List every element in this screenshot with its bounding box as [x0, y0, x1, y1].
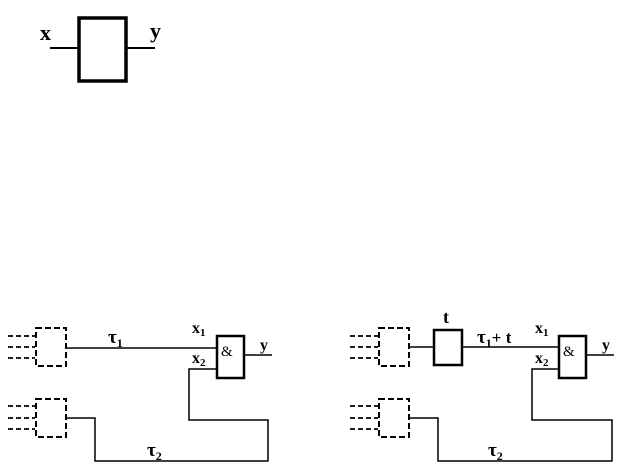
left-wire-tau2 [66, 368, 269, 462]
right-source-bottom [350, 398, 410, 438]
basic-block-diagram: x y [40, 16, 161, 83]
block-output-label: y [150, 18, 161, 43]
block-input-label: x [40, 20, 51, 45]
right-t-block [432, 328, 464, 367]
left-tau1-label: τ1 [108, 327, 123, 350]
right-tau1t-label: τ1+ t [477, 327, 512, 350]
left-y-label: y [260, 337, 268, 354]
right-t-label: t [443, 307, 449, 327]
left-source-bottom [8, 398, 67, 438]
left-circuit: & τ1 τ2 x1 x2 y [8, 320, 272, 463]
left-gate-symbol: & [221, 344, 233, 360]
right-source-top [350, 327, 410, 367]
left-x1-label: x1 [192, 320, 206, 339]
left-source-top [8, 327, 67, 367]
right-x2-label: x2 [535, 350, 549, 369]
right-circuit: t & τ1+ t τ2 x1 x2 y [350, 307, 614, 463]
right-tau2-label: τ2 [488, 440, 503, 463]
right-gate-symbol: & [563, 344, 575, 360]
right-and-gate [557, 334, 588, 380]
right-wire-tau2 [409, 368, 613, 462]
left-tau2-label: τ2 [147, 440, 162, 463]
right-x1-label: x1 [535, 320, 549, 339]
right-y-label: y [602, 337, 610, 354]
left-x2-label: x2 [192, 350, 206, 369]
left-and-gate [215, 334, 246, 380]
block-box [77, 16, 128, 83]
